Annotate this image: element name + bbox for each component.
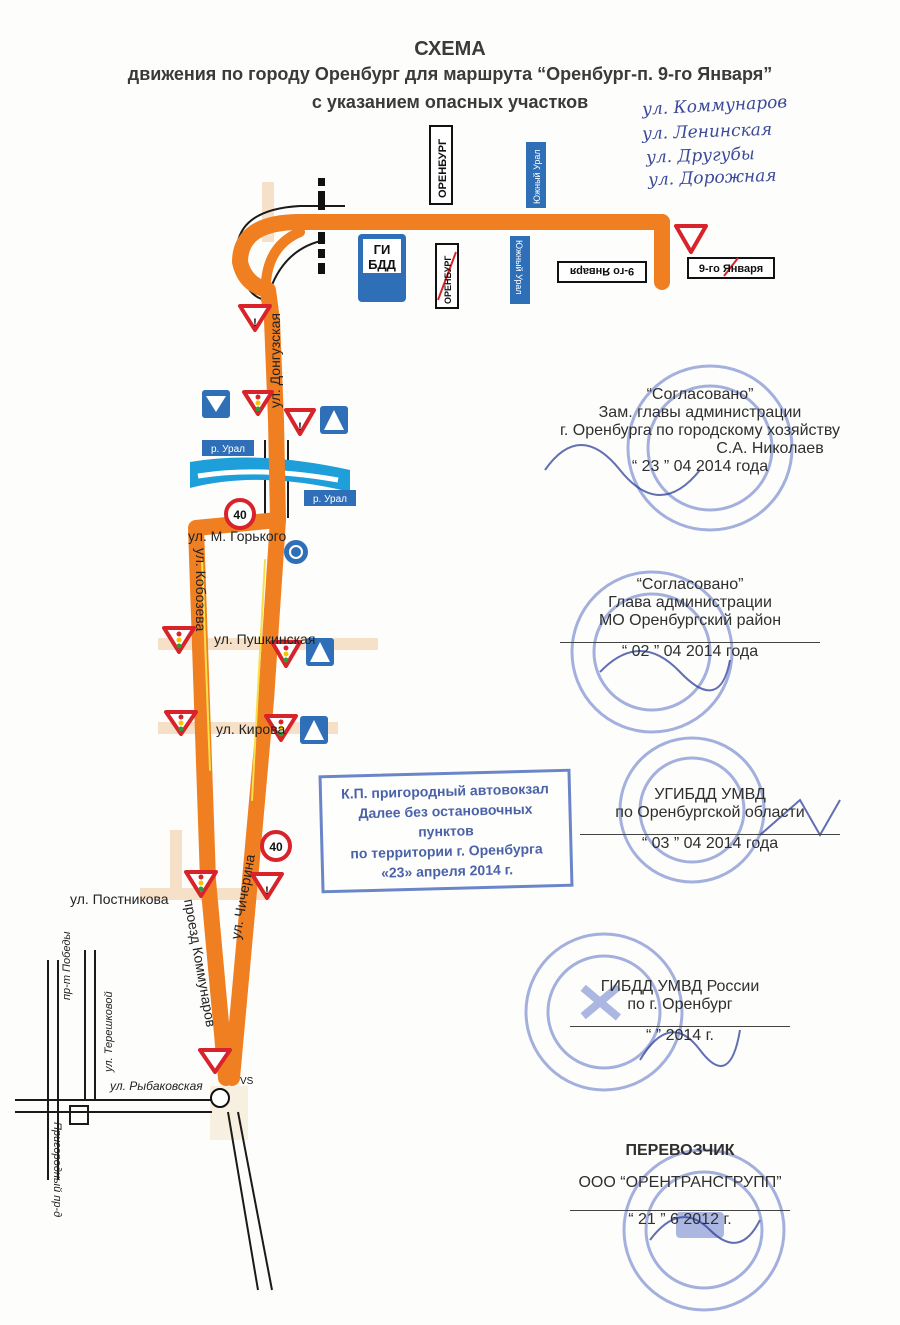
railway-crossing <box>318 178 325 274</box>
gibdd-label-1: ГИ <box>374 242 391 257</box>
gibdd-sign <box>358 234 406 302</box>
approval-4-sigline <box>570 1022 790 1027</box>
approval-block-5: ПЕРЕВОЗЧИК ООО “ОРЕНТРАНСГРУПП” “ 21 ” 6… <box>560 1142 800 1229</box>
approval-block-2: “Согласовано” Глава администрации МО Оре… <box>540 576 840 661</box>
street-rybakovskaya: ул. Рыбаковская <box>109 1079 203 1093</box>
document-subtitle-2: с указанием опасных участков <box>311 92 589 112</box>
street-pushkinskaya: ул. Пушкинская <box>214 631 315 647</box>
approval-5-line1: ООО “ОРЕНТРАНСГРУПП” <box>578 1174 782 1191</box>
sign-orenburg <box>429 125 453 205</box>
approval-5-heading: ПЕРЕВОЗЧИК <box>625 1142 735 1159</box>
stop-marker <box>210 1088 230 1108</box>
document-subtitle: движения по городу Оренбург для маршрута… <box>127 64 773 84</box>
approval-block-3: УГИБДД УМВД по Оренбургской области “ 03… <box>560 786 860 853</box>
traffic-light-glyphs: ! ! ! <box>176 317 302 897</box>
speed-limit-2-text: 40 <box>269 840 283 854</box>
sign-yuzhny-ural-text: Южный Урал <box>532 149 542 204</box>
signature-3 <box>759 798 841 838</box>
approval-2-date: “ 02 ” 04 2014 года <box>621 643 759 660</box>
street-pobedy: пр-т Победы <box>61 932 73 1001</box>
sign-orenburg-crossed <box>435 243 459 309</box>
approval-2-heading: “Согласовано” <box>636 576 744 593</box>
signature-4 <box>639 1029 741 1067</box>
approval-5-sigline <box>570 1206 790 1211</box>
sign-9-yanvarya-mirror-text: 9-го Января <box>570 265 634 277</box>
sign-9-yanvarya-mirror <box>557 261 647 283</box>
sign-orenburg-crossed-text: ОРЕНБУРГ <box>443 256 453 304</box>
stamp-4 <box>524 932 684 1092</box>
approval-1-date: “ 23 ” 04 2014 года <box>631 458 769 475</box>
sign-orenburg-text: ОРЕНБУРГ <box>437 138 449 198</box>
street-dongusskaya: ул. Донгузская <box>267 313 283 408</box>
road-outlines <box>15 205 345 1291</box>
svg-text:!: ! <box>298 421 302 433</box>
sign-9-yanvarya <box>687 257 775 279</box>
speed-limit-1-text: 40 <box>233 508 247 522</box>
stamp-5 <box>622 1148 786 1312</box>
signature-5 <box>649 1216 761 1244</box>
signature-1 <box>544 444 701 496</box>
approval-3-line2: по Оренбургской области <box>615 804 805 821</box>
approval-1-name: С.А. Николаев <box>716 440 824 457</box>
approval-1-line1: Зам. главы администрации <box>598 404 802 421</box>
approval-2-line1: Глава администрации <box>608 594 772 611</box>
street-kirova: ул. Кирова <box>216 721 285 737</box>
approval-4-date: “ ” 2014 г. <box>646 1027 714 1044</box>
street-prigorodny: Пригородный пр-д <box>51 1122 63 1217</box>
gibdd-label-2: БДД <box>368 257 397 272</box>
speed-limit-sign-2 <box>260 830 292 862</box>
approval-block-4: ГИБДД УМВД России по г. Оренбург “ ” 201… <box>560 978 800 1045</box>
approval-4-line1: ГИБДД УМВД России <box>600 978 760 995</box>
speed-limit-sign-1 <box>224 498 256 530</box>
blue-square-signs <box>202 390 348 744</box>
street-kobozeva: ул. Кобозева <box>193 548 209 632</box>
small-stamp-mark: VS <box>240 1076 254 1087</box>
approval-2-line2: МО Оренбургский район <box>598 612 782 629</box>
svg-text:!: ! <box>253 317 257 329</box>
river-label-bottom: р. Урал <box>313 494 347 505</box>
svg-text:!: ! <box>265 885 269 897</box>
approval-3-date: “ 03 ” 04 2014 года <box>641 835 779 852</box>
approval-3-sigline <box>580 830 840 835</box>
document-title: СХЕМА <box>414 38 486 60</box>
stamp-3 <box>618 736 766 884</box>
yield-sign-top <box>674 224 708 254</box>
approval-5-date: “ 21 ” 6 2012 г. <box>628 1211 732 1228</box>
sign-9-yanvarya-text: 9-го Января <box>699 263 763 275</box>
approval-block-1: “Согласовано” Зам. главы администрации г… <box>520 386 880 476</box>
street-tereshkovoy: ул. Терешковой <box>103 991 115 1073</box>
route-line <box>188 214 670 1086</box>
stamp-2 <box>570 570 734 734</box>
sign-yuzhny-ural-2-text: Южный Урал <box>514 240 524 295</box>
approval-2-sigline <box>560 638 820 643</box>
signature-2 <box>599 650 731 692</box>
stamp-1 <box>626 364 794 532</box>
river-label-top: р. Урал <box>211 444 245 455</box>
approval-4-line2: по г. Оренбург <box>627 996 733 1013</box>
sign-yuzhny-ural-2 <box>510 236 530 304</box>
approval-3-line1: УГИБДД УМВД <box>654 786 766 803</box>
approval-1-line2: г. Оренбурга по городскому хозяйству <box>559 422 841 439</box>
sign-yuzhny-ural-1 <box>526 142 546 208</box>
approval-1-heading: “Согласовано” <box>646 386 754 403</box>
street-gorkogo: ул. М. Горького <box>188 528 286 544</box>
street-postnikova: ул. Постникова <box>70 891 169 907</box>
